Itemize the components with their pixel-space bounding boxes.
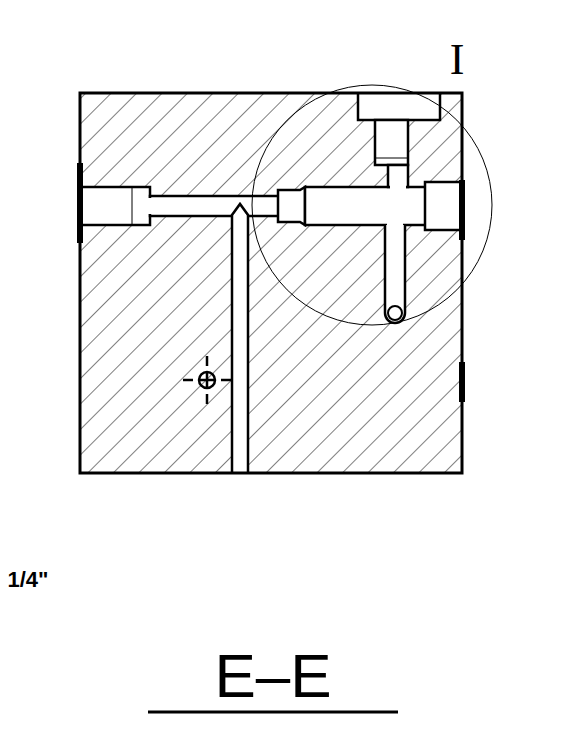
detail-circle (252, 85, 492, 325)
scale-note: 1/4" (7, 569, 48, 591)
detail-letter: I (450, 38, 465, 82)
center-mark (183, 356, 231, 404)
junction-fills (148, 184, 406, 227)
surface-marks (80, 163, 462, 402)
title-underline (148, 711, 398, 714)
bores (80, 93, 462, 473)
block-body (80, 93, 462, 473)
section-label: E–E (214, 645, 331, 707)
block-outline (80, 93, 462, 473)
